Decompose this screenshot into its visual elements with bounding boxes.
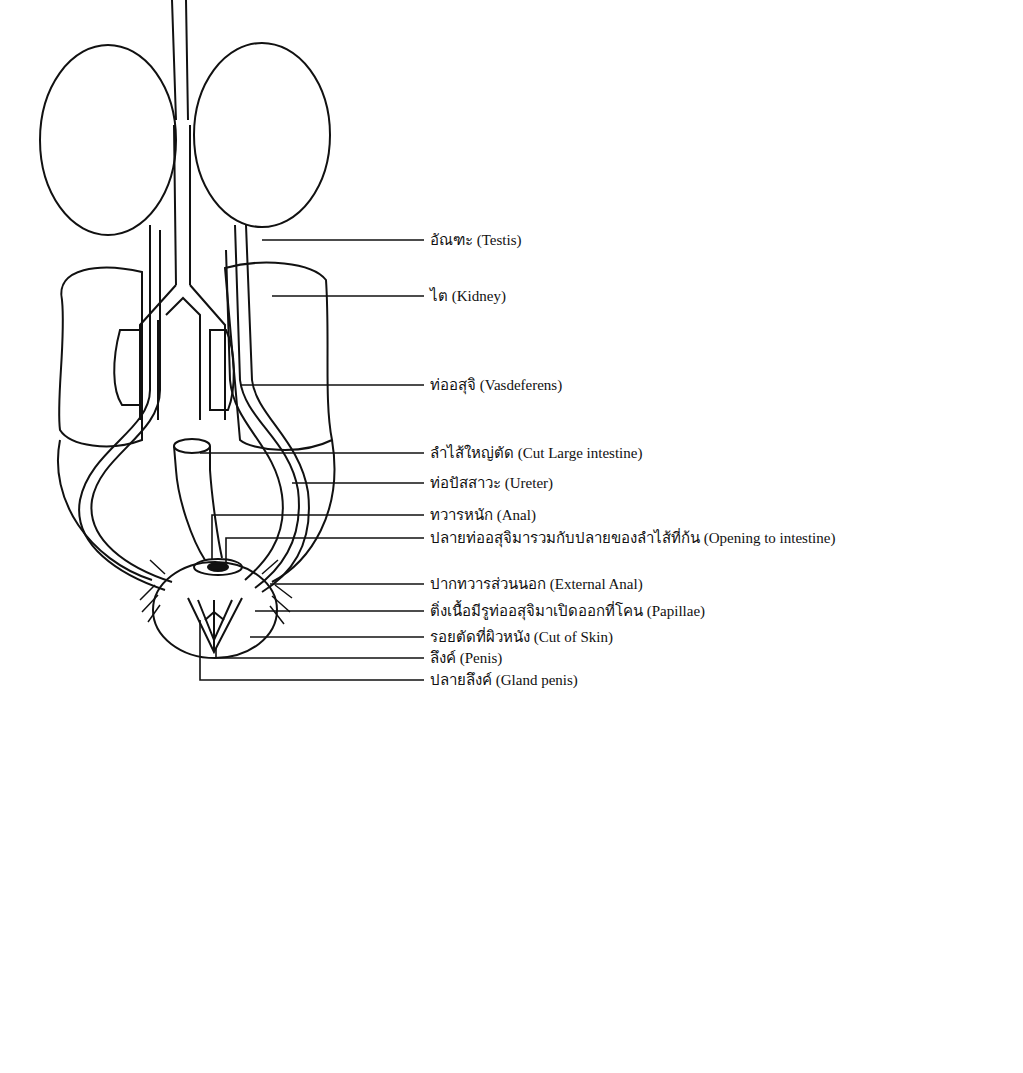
part-label: ปลายลึงค์ (Gland penis)	[430, 670, 578, 690]
leader-line	[226, 538, 424, 567]
leader-line	[270, 583, 424, 585]
vas-deferens-right	[235, 225, 299, 588]
kidney-left	[59, 268, 142, 447]
opening	[194, 559, 242, 575]
part-label: ทวารหนัก (Anal)	[430, 505, 536, 525]
cloaca	[153, 562, 277, 658]
leader-line	[240, 384, 424, 386]
vas-deferens-left	[79, 225, 165, 590]
part-label: ปากทวารส่วนนอก (External Anal)	[430, 574, 643, 594]
leader-line	[272, 295, 424, 297]
part-label: ท่ออสุจิ (Vasdeferens)	[430, 375, 562, 395]
vas-deferens-right	[226, 250, 283, 580]
leader-line	[216, 648, 424, 658]
penis	[188, 598, 242, 652]
kidney-right	[225, 263, 332, 450]
vessel	[172, 0, 188, 120]
leader-line	[255, 610, 424, 612]
large-intestine	[174, 446, 222, 560]
leader-line	[200, 452, 424, 454]
part-label: ติ่งเนื้อมีรูท่ออสุจิมาเปิดออกที่โคน (Pa…	[430, 601, 705, 621]
opening	[208, 563, 228, 571]
body-outline	[272, 440, 334, 582]
central-vessel-branch	[140, 285, 225, 420]
leader-line	[200, 620, 424, 680]
leader-line	[262, 239, 424, 241]
kidney-lobe	[114, 330, 140, 405]
testis-right	[194, 43, 330, 227]
leader-line	[250, 636, 424, 638]
leader-line	[292, 482, 424, 484]
leader-lines	[200, 240, 424, 680]
part-label: ลำไส้ใหญ่ตัด (Cut Large intestine)	[430, 443, 642, 463]
papillae	[205, 612, 224, 620]
part-label: ปลายท่ออสุจิมารวมกับปลายของลำไส้ที่ก้น (…	[430, 528, 1015, 548]
part-label: รอยตัดที่ผิวหนัง (Cut of Skin)	[430, 627, 613, 647]
part-label: ไต (Kidney)	[430, 286, 506, 306]
body-outline	[58, 440, 152, 580]
large-intestine	[174, 439, 210, 453]
testis-left	[40, 45, 176, 235]
central-vessel	[174, 125, 190, 285]
part-label: อัณฑะ (Testis)	[430, 230, 522, 250]
vas-deferens-left	[91, 230, 172, 582]
part-label: ลึงค์ (Penis)	[430, 648, 502, 668]
skin-feathers	[140, 560, 292, 624]
part-label: ท่อปัสสาวะ (Ureter)	[430, 473, 553, 493]
